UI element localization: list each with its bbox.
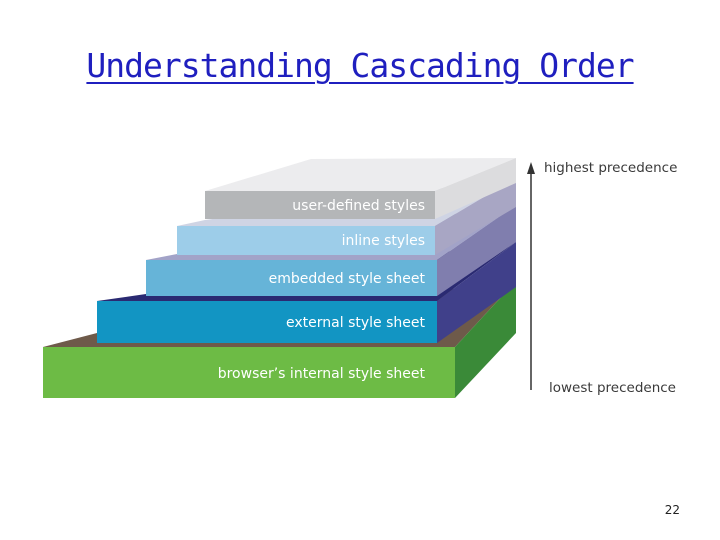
- lowest-precedence-label: lowest precedence: [549, 380, 676, 396]
- precedence-arrow-head: [527, 162, 535, 174]
- layer-inline-label: inline styles: [342, 233, 425, 249]
- highest-precedence-label: highest precedence: [544, 160, 677, 176]
- layer-user-defined-label: user-defined styles: [292, 198, 425, 214]
- precedence-arrow: [527, 162, 535, 390]
- layer-browser-internal-label: browser’s internal style sheet: [218, 366, 426, 382]
- layer-external-label: external style sheet: [286, 315, 425, 331]
- page-number: 22: [640, 503, 680, 517]
- layer-embedded-label: embedded style sheet: [269, 271, 426, 287]
